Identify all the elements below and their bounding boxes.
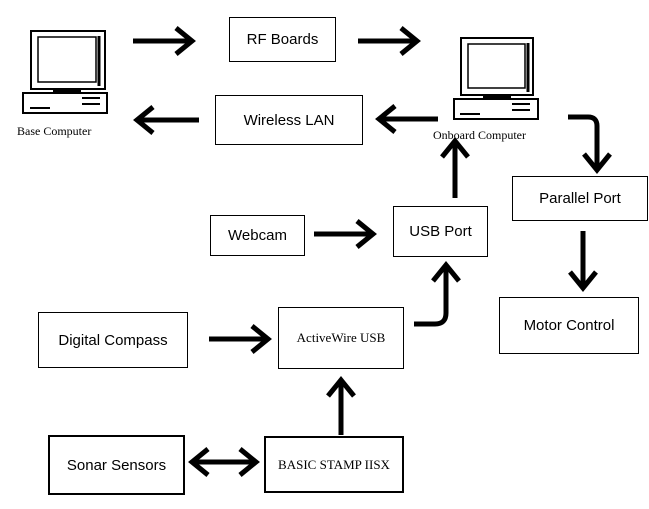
digital-compass-box: Digital Compass xyxy=(38,312,188,368)
arrow-basic-stamp-to-activewire xyxy=(326,376,356,435)
webcam-box: Webcam xyxy=(210,215,305,256)
base-computer-label: Base Computer xyxy=(17,124,92,138)
wireless-lan-box: Wireless LAN xyxy=(215,95,363,145)
onboard-computer-label: Onboard Computer xyxy=(433,128,526,142)
arrow-webcam-to-usb-port xyxy=(314,219,377,249)
base-computer-icon xyxy=(22,30,108,114)
parallel-port-box: Parallel Port xyxy=(512,176,648,221)
arrow-base-to-rf-boards xyxy=(133,26,196,56)
basic-stamp-box: BASIC STAMP IISX xyxy=(264,436,404,493)
arrow-rf-boards-to-onboard xyxy=(358,26,421,56)
arrow-parallel-port-to-motor-control xyxy=(568,231,598,292)
usb-port-box: USB Port xyxy=(393,206,488,257)
arrow-usb-port-to-onboard xyxy=(440,137,470,198)
arrow-wireless-lan-to-base xyxy=(133,105,199,135)
rf-boards-box: RF Boards xyxy=(229,17,336,62)
motor-control-box: Motor Control xyxy=(499,297,639,354)
activewire-usb-box: ActiveWire USB xyxy=(278,307,404,369)
arrow-compass-to-activewire xyxy=(209,324,272,354)
arrow-onboard-to-wireless-lan xyxy=(375,104,438,134)
arrow-activewire-to-usb-port xyxy=(414,261,461,327)
sonar-sensors-box: Sonar Sensors xyxy=(48,435,185,495)
arrow-sonar-basic-stamp-bidirectional xyxy=(188,447,260,477)
arrow-onboard-to-parallel-port xyxy=(568,114,612,174)
onboard-computer-icon xyxy=(453,37,539,120)
